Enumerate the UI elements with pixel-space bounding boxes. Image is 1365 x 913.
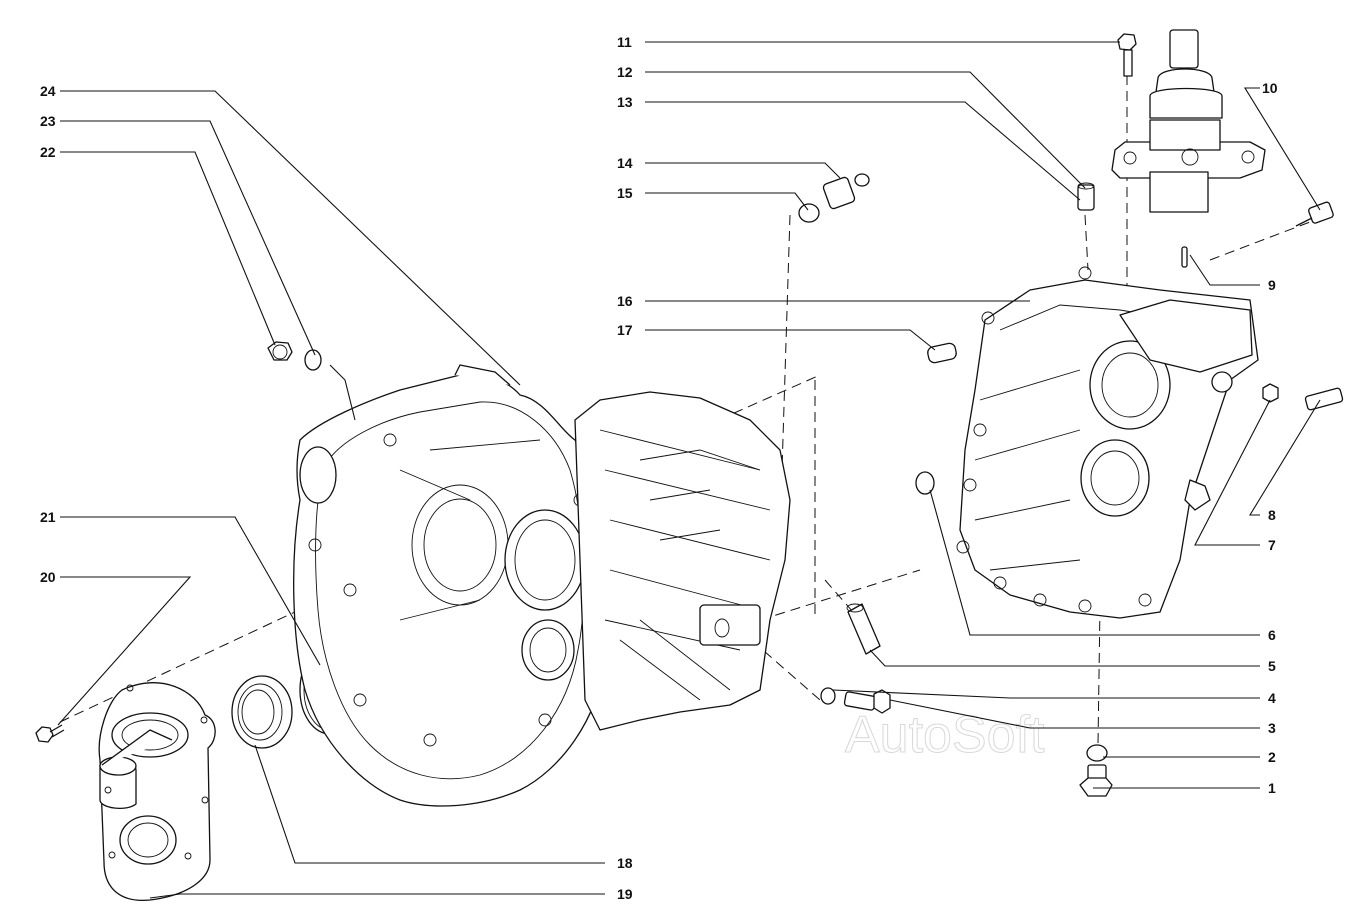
callout-17: 17 bbox=[617, 322, 633, 338]
dowel-17 bbox=[927, 342, 957, 364]
sensor-14 bbox=[798, 173, 870, 223]
callout-16: 16 bbox=[617, 293, 633, 309]
callout-5: 5 bbox=[1268, 658, 1276, 674]
oil-seal bbox=[231, 675, 293, 749]
pin-9 bbox=[1181, 246, 1188, 268]
rear-casing bbox=[956, 266, 1259, 619]
sleeve-13 bbox=[1077, 182, 1095, 211]
gear-shift-mechanism bbox=[1111, 29, 1266, 213]
drain-plug-1-2 bbox=[1079, 744, 1113, 797]
bolt-10 bbox=[1295, 201, 1334, 227]
bolt-11 bbox=[1117, 33, 1137, 77]
callout-19: 19 bbox=[617, 886, 633, 902]
callout-3: 3 bbox=[1268, 720, 1276, 736]
gearbox-body bbox=[574, 391, 791, 731]
leader-lines bbox=[57, 41, 1321, 899]
callout-2: 2 bbox=[1268, 749, 1276, 765]
callout-9: 9 bbox=[1268, 277, 1276, 293]
clutch-housing bbox=[293, 364, 610, 807]
callout-15: 15 bbox=[617, 185, 633, 201]
callout-6: 6 bbox=[1268, 627, 1276, 643]
callout-23: 23 bbox=[40, 113, 56, 129]
callout-13: 13 bbox=[617, 94, 633, 110]
callout-numbers: 1 2 3 4 5 6 7 8 9 10 11 12 13 14 15 16 1… bbox=[40, 34, 1278, 902]
callout-12: 12 bbox=[617, 64, 633, 80]
callout-24: 24 bbox=[40, 83, 56, 99]
plug-3-4 bbox=[820, 687, 891, 714]
callout-7: 7 bbox=[1268, 537, 1276, 553]
watermark: AutoSoft bbox=[845, 706, 1045, 764]
plug-6 bbox=[915, 471, 935, 495]
callout-20: 20 bbox=[40, 569, 56, 585]
tube-5 bbox=[846, 603, 881, 655]
bolt-7-8 bbox=[1262, 383, 1344, 411]
callout-1: 1 bbox=[1268, 780, 1276, 796]
callout-4: 4 bbox=[1268, 690, 1276, 706]
callout-11: 11 bbox=[617, 34, 632, 50]
bolt-20 bbox=[35, 724, 65, 743]
callout-14: 14 bbox=[617, 155, 633, 171]
callout-21: 21 bbox=[40, 509, 56, 525]
callout-10: 10 bbox=[1262, 80, 1278, 96]
callout-18: 18 bbox=[617, 855, 633, 871]
callout-8: 8 bbox=[1268, 507, 1276, 523]
callout-22: 22 bbox=[40, 144, 56, 160]
front-cover-plate bbox=[98, 682, 216, 901]
plug-22 bbox=[267, 341, 322, 371]
